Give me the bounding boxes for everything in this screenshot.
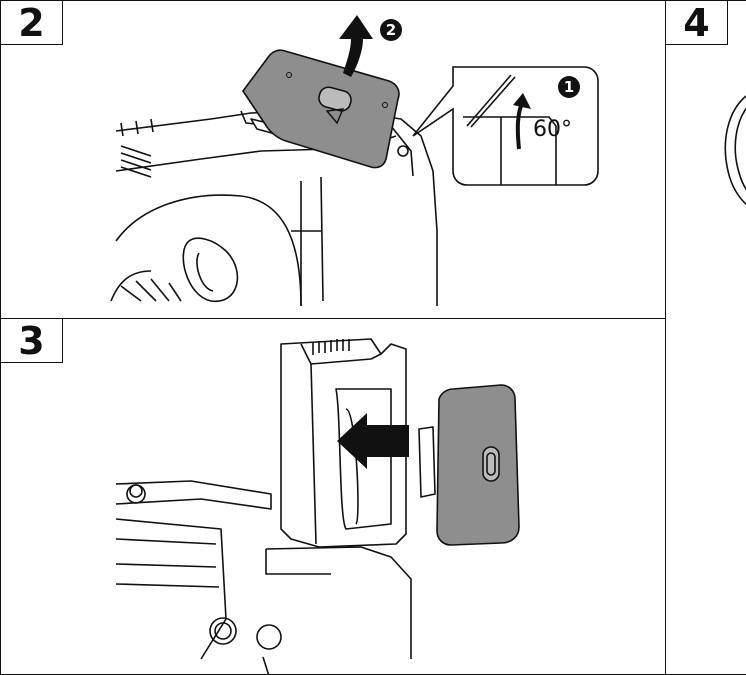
step-4-illustration: [724, 95, 746, 206]
arrow-left-icon: [337, 413, 409, 469]
open-step-badge-icon: [558, 76, 580, 98]
lift-step-badge: 2: [386, 21, 396, 39]
battery-cover: [436, 384, 520, 546]
step-number-2: 2: [1, 1, 63, 45]
angle-label: 60°: [533, 117, 572, 142]
step-2-illustration: 2 60° 1: [110, 15, 599, 307]
step-4-panel: 4: [665, 0, 746, 675]
step-3-illustration: [115, 338, 520, 674]
lift-step-badge-icon: [380, 19, 402, 41]
arrow-up-icon: [339, 15, 373, 77]
step-number-4: 4: [666, 1, 728, 45]
battery-cover: [242, 49, 400, 169]
step-2-panel: 2: [0, 0, 667, 320]
step-number-3: 3: [1, 319, 63, 363]
open-step-badge: 1: [564, 78, 574, 96]
step-3-panel: 3: [0, 318, 667, 675]
